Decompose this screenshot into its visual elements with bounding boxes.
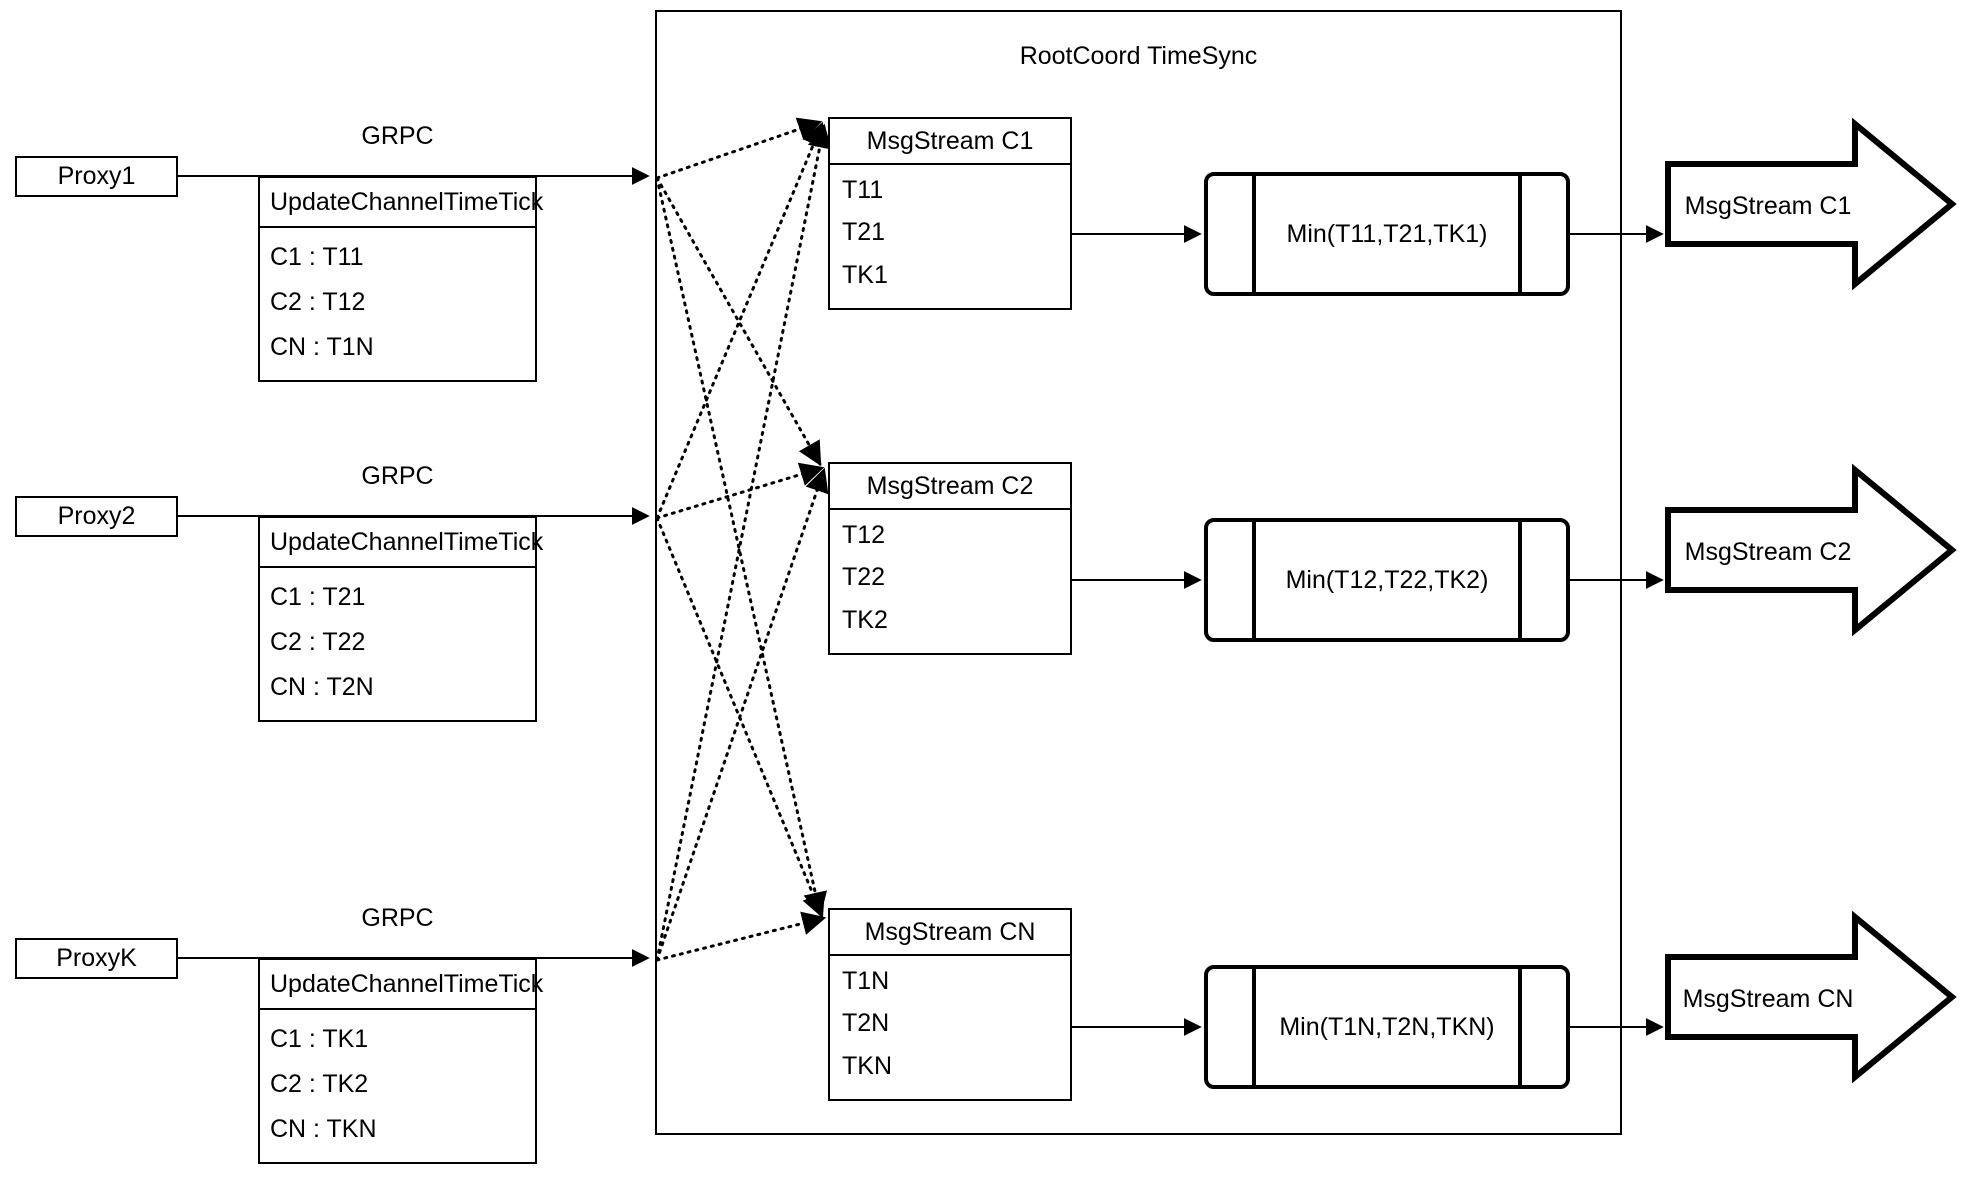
msgstream-table-cn: MsgStream CN T1N T2N TKN <box>828 908 1072 1101</box>
proxy-box-proxy2[interactable]: Proxy2 <box>15 496 178 537</box>
table-row: CN : T2N <box>270 673 374 702</box>
table-body: C1 : TK1 C2 : TK2 CN : TKN <box>260 1010 535 1162</box>
process-box-min-cn: Min(T1N,T2N,TKN) <box>1204 965 1570 1089</box>
grpc-label-proxy2: GRPC <box>361 462 434 490</box>
table-body: C1 : T21 C2 : T22 CN : T2N <box>260 568 535 720</box>
table-row: C1 : T21 <box>270 582 366 611</box>
table-row: TK1 <box>842 260 888 289</box>
table-header: UpdateChannelTimeTick <box>260 178 543 228</box>
output-label-cn: MsgStream CN <box>1682 985 1854 1013</box>
proxy-label: Proxy1 <box>57 162 136 190</box>
msgstream-table-c2: MsgStream C2 T12 T22 TK2 <box>828 462 1072 655</box>
msgstream-table-c1: MsgStream C1 T11 T21 TK1 <box>828 117 1072 310</box>
table-row: CN : T1N <box>270 333 374 362</box>
table-body: T11 T21 TK1 <box>830 165 1070 308</box>
process-label: Min(T12,T22,TK2) <box>1285 565 1489 594</box>
process-box-min-c2: Min(T12,T22,TK2) <box>1204 518 1570 642</box>
table-row: TK2 <box>842 605 888 634</box>
process-divider-right <box>1518 969 1522 1085</box>
table-header: MsgStream C2 <box>830 464 1070 510</box>
table-row: T12 <box>842 521 886 550</box>
process-divider-right <box>1518 176 1522 292</box>
table-row: CN : TKN <box>270 1115 377 1144</box>
table-row: T21 <box>842 218 886 247</box>
updatechanneltimetick-table-proxy1: UpdateChannelTimeTick C1 : T11 C2 : T12 … <box>258 176 543 382</box>
table-body: T1N T2N TKN <box>830 956 1070 1099</box>
grpc-label-proxy1: GRPC <box>361 122 434 150</box>
table-row: T2N <box>842 1009 890 1038</box>
table-row: T1N <box>842 967 890 996</box>
table-body: C1 : T11 C2 : T12 CN : T1N <box>260 228 535 380</box>
table-header: MsgStream C1 <box>830 119 1070 165</box>
process-label: Min(T11,T21,TK1) <box>1286 219 1488 248</box>
process-box-min-c1: Min(T11,T21,TK1) <box>1204 172 1570 296</box>
process-divider-left <box>1252 522 1256 638</box>
output-label-c2: MsgStream C2 <box>1684 538 1852 566</box>
proxy-box-proxy1[interactable]: Proxy1 <box>15 156 178 197</box>
table-header: MsgStream CN <box>830 910 1070 956</box>
process-divider-left <box>1252 176 1256 292</box>
process-label: Min(T1N,T2N,TKN) <box>1279 1012 1495 1041</box>
proxy-box-proxyk[interactable]: ProxyK <box>15 938 178 979</box>
output-label-c1: MsgStream C1 <box>1684 192 1852 220</box>
table-row: C2 : T22 <box>270 627 366 656</box>
table-row: C2 : T12 <box>270 287 366 316</box>
proxy-label: Proxy2 <box>57 502 136 530</box>
rootcoord-timesync-title: RootCoord TimeSync <box>1019 42 1258 70</box>
table-row: C1 : T11 <box>270 242 364 271</box>
table-header: UpdateChannelTimeTick <box>260 960 543 1010</box>
table-row: C1 : TK1 <box>270 1024 369 1053</box>
table-row: TKN <box>842 1051 892 1080</box>
process-divider-left <box>1252 969 1256 1085</box>
table-body: T12 T22 TK2 <box>830 510 1070 653</box>
updatechanneltimetick-table-proxy2: UpdateChannelTimeTick C1 : T21 C2 : T22 … <box>258 516 543 722</box>
process-divider-right <box>1518 522 1522 638</box>
table-header: UpdateChannelTimeTick <box>260 518 543 568</box>
table-row: T22 <box>842 563 886 592</box>
table-row: T11 <box>842 176 884 205</box>
updatechanneltimetick-table-proxyk: UpdateChannelTimeTick C1 : TK1 C2 : TK2 … <box>258 958 543 1164</box>
proxy-label: ProxyK <box>56 944 137 972</box>
grpc-label-proxyk: GRPC <box>361 904 434 932</box>
table-row: C2 : TK2 <box>270 1069 369 1098</box>
rootcoord-timesync-container <box>655 10 1622 1135</box>
